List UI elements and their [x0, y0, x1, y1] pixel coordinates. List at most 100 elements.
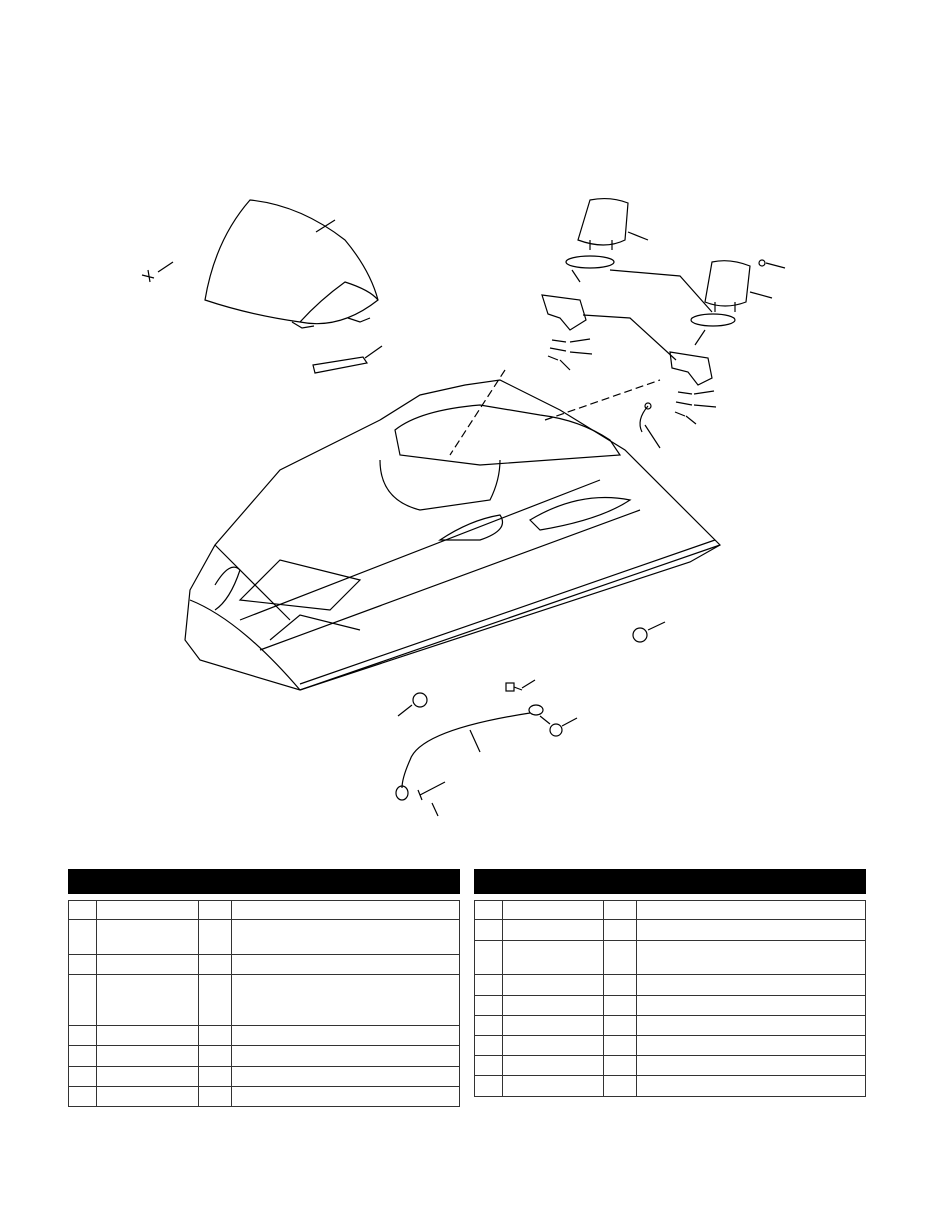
gauge-right [704, 260, 773, 312]
table-row [68, 1045, 460, 1067]
table-row [68, 1066, 460, 1087]
table-cell [603, 995, 637, 1016]
parts-table-body [474, 900, 866, 1097]
wire-harness [639, 402, 661, 449]
table-cell [603, 1055, 637, 1076]
table-cell [68, 1066, 97, 1087]
table-row [474, 1015, 866, 1036]
table-cell [474, 900, 503, 920]
table-cell [198, 1066, 232, 1087]
gauge-bezel-right [669, 351, 713, 386]
table-row [474, 919, 866, 941]
table-cell [474, 1075, 503, 1097]
table-cell [96, 1066, 199, 1087]
gauge-ring-right [690, 313, 736, 346]
table-cell [96, 919, 199, 955]
hood-latch-left [397, 692, 428, 717]
table-cell [502, 995, 604, 1016]
bulb-small [758, 259, 786, 269]
table-row [474, 974, 866, 996]
rivet [417, 781, 446, 817]
table-cell [231, 900, 460, 920]
table-cell [474, 995, 503, 1016]
table-cell [502, 1015, 604, 1036]
table-row [474, 1075, 866, 1097]
nut [539, 715, 578, 737]
table-cell [231, 919, 460, 955]
table-cell [603, 919, 637, 941]
table-cell [474, 1055, 503, 1076]
gauge-bezel-left [541, 294, 677, 361]
table-cell [636, 1015, 866, 1036]
table-cell [603, 1075, 637, 1097]
table-cell [636, 1035, 866, 1056]
table-cell [68, 974, 97, 1026]
table-cell [474, 919, 503, 941]
table-cell [198, 919, 232, 955]
table-row [474, 1055, 866, 1076]
gauge-left [577, 197, 649, 250]
table-header [68, 869, 460, 894]
table-row [474, 900, 866, 920]
table-cell [231, 974, 460, 1026]
hood-latch-right [632, 621, 666, 643]
table-cell [636, 900, 866, 920]
table-cell [231, 1066, 460, 1087]
parts-diagram [141, 197, 786, 817]
table-cell [198, 974, 232, 1026]
table-cell [502, 940, 604, 975]
table-row [68, 1025, 460, 1046]
table-cell [502, 1055, 604, 1076]
table-cell [636, 1075, 866, 1097]
table-row [68, 954, 460, 975]
bolt [505, 679, 536, 692]
table-cell [502, 900, 604, 920]
table-cell [198, 1025, 232, 1046]
parts-table-body [68, 900, 460, 1107]
windshield-bracket [312, 345, 383, 374]
leader-dashed [449, 369, 661, 456]
table-cell [198, 900, 232, 920]
table-row [68, 974, 460, 1026]
table-cell [96, 900, 199, 920]
table-cell [636, 940, 866, 975]
table-cell [68, 919, 97, 955]
table-cell [231, 1045, 460, 1067]
table-cell [231, 954, 460, 975]
table-cell [603, 974, 637, 996]
windshield [204, 199, 379, 329]
table-cell [198, 1045, 232, 1067]
bulb-left [547, 338, 593, 371]
table-row [68, 1086, 460, 1107]
table-cell [502, 1035, 604, 1056]
table-cell [198, 1086, 232, 1107]
table-cell [474, 1035, 503, 1056]
table-cell [68, 1025, 97, 1046]
table-cell [68, 954, 97, 975]
table-cell [603, 940, 637, 975]
table-cell [231, 1025, 460, 1046]
table-cell [636, 1055, 866, 1076]
table-cell [474, 1015, 503, 1036]
table-row [474, 940, 866, 975]
table-cell [96, 1045, 199, 1067]
table-cell [603, 1015, 637, 1036]
table-cell [636, 995, 866, 1016]
table-cell [603, 900, 637, 920]
tether-cable [395, 704, 544, 801]
table-cell [231, 1086, 460, 1107]
table-cell [68, 1045, 97, 1067]
table-row [68, 900, 460, 920]
table-cell [96, 1086, 199, 1107]
table-cell [96, 974, 199, 1026]
parts-table-right [474, 869, 866, 1097]
table-cell [96, 1025, 199, 1046]
table-cell [502, 974, 604, 996]
table-cell [636, 974, 866, 996]
table-row [474, 1035, 866, 1056]
table-header [474, 869, 866, 894]
table-cell [603, 1035, 637, 1056]
table-cell [96, 954, 199, 975]
table-cell [198, 954, 232, 975]
table-row [474, 995, 866, 1016]
